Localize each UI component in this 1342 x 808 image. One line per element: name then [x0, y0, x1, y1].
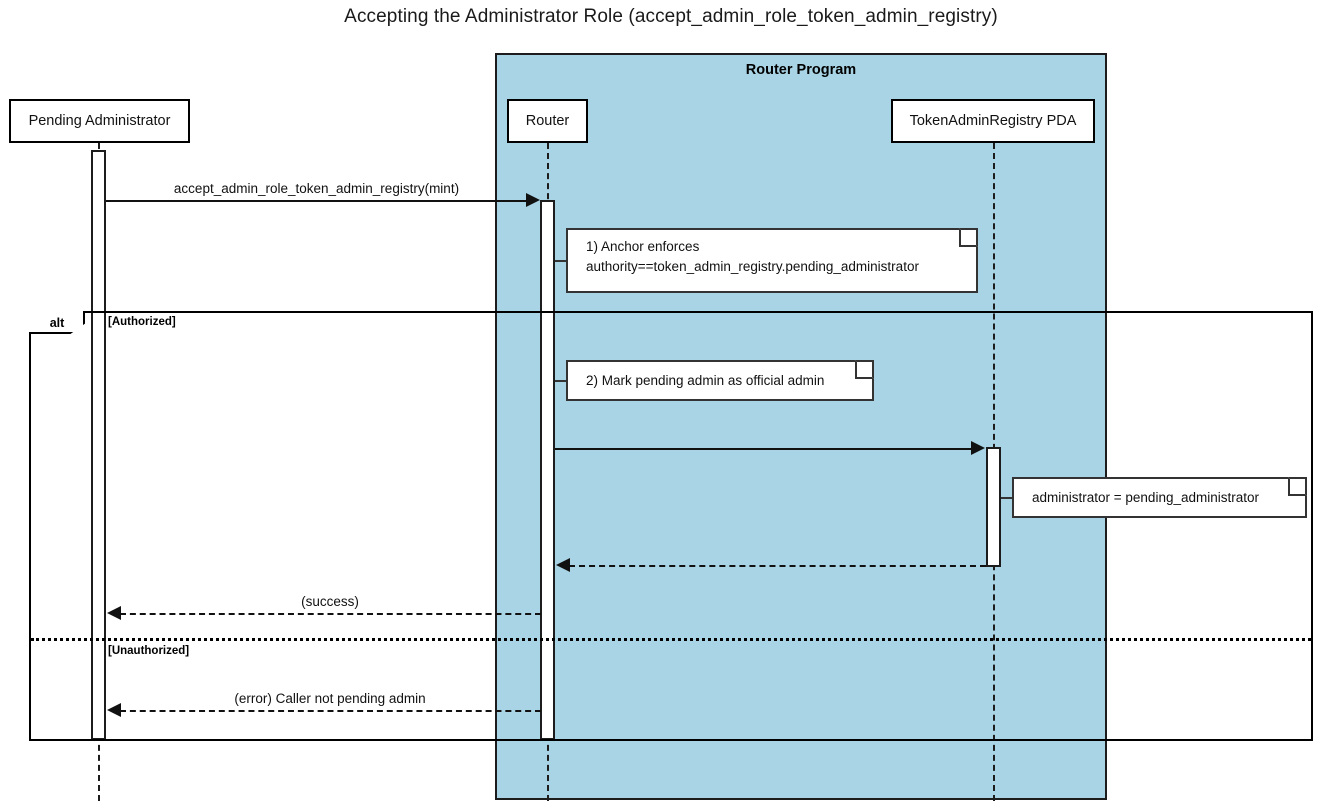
note-administrator-assignment-line1: administrator = pending_administrator	[1032, 489, 1259, 505]
fragment-guard-authorized: [Authorized]	[108, 316, 176, 328]
message-line-accept-admin-role	[106, 200, 528, 202]
message-label-success: (success)	[301, 594, 359, 609]
message-arrowhead-success	[107, 606, 121, 620]
activation-token-admin-registry-pda	[986, 447, 1001, 567]
group-router-program	[495, 53, 1107, 800]
participant-pending-administrator-label: Pending Administrator	[28, 113, 171, 129]
participant-token-admin-registry-pda-label: TokenAdminRegistry PDA	[909, 113, 1077, 129]
note-connector-mark-pending-admin	[555, 380, 569, 382]
note-anchor-enforces-line2: authority==token_admin_registry.pending_…	[586, 258, 919, 274]
note-mark-pending-admin-line1: 2) Mark pending admin as official admin	[586, 372, 825, 388]
note-connector-anchor-enforces	[555, 260, 569, 262]
fragment-alt-tab	[29, 311, 85, 334]
note-fold-icon	[855, 360, 874, 379]
message-line-router-to-pda	[555, 448, 973, 450]
message-line-success	[120, 613, 541, 615]
note-mark-pending-admin: 2) Mark pending admin as official admin	[566, 360, 874, 401]
message-label-accept-admin-role: accept_admin_role_token_admin_registry(m…	[173, 181, 460, 196]
note-fold-icon	[1288, 477, 1307, 496]
message-arrowhead-error	[107, 703, 121, 717]
participant-router[interactable]: Router	[507, 99, 588, 143]
fragment-alt-operator: alt	[49, 315, 65, 330]
message-line-pda-to-router	[569, 565, 986, 567]
note-fold-icon	[959, 228, 978, 247]
diagram-title: Accepting the Administrator Role (accept…	[344, 6, 998, 27]
fragment-guard-unauthorized: [Unauthorized]	[108, 645, 190, 657]
message-label-error: (error) Caller not pending admin	[234, 691, 426, 706]
note-administrator-assignment: administrator = pending_administrator	[1012, 477, 1307, 518]
message-line-error	[120, 710, 541, 712]
message-arrowhead-accept-admin-role	[526, 193, 540, 207]
message-arrowhead-pda-to-router	[556, 558, 570, 572]
participant-token-admin-registry-pda[interactable]: TokenAdminRegistry PDA	[891, 99, 1095, 143]
note-anchor-enforces-line1: 1) Anchor enforces	[586, 239, 700, 254]
group-router-program-label: Router Program	[745, 62, 857, 78]
participant-router-label: Router	[525, 113, 570, 129]
note-anchor-enforces: 1) Anchor enforces authority==token_admi…	[566, 228, 978, 293]
fragment-alt-divider	[31, 638, 1311, 641]
fragment-alt	[29, 311, 1313, 741]
note-connector-administrator-assignment	[1001, 497, 1014, 499]
participant-pending-administrator[interactable]: Pending Administrator	[9, 99, 190, 143]
message-arrowhead-router-to-pda	[971, 441, 985, 455]
